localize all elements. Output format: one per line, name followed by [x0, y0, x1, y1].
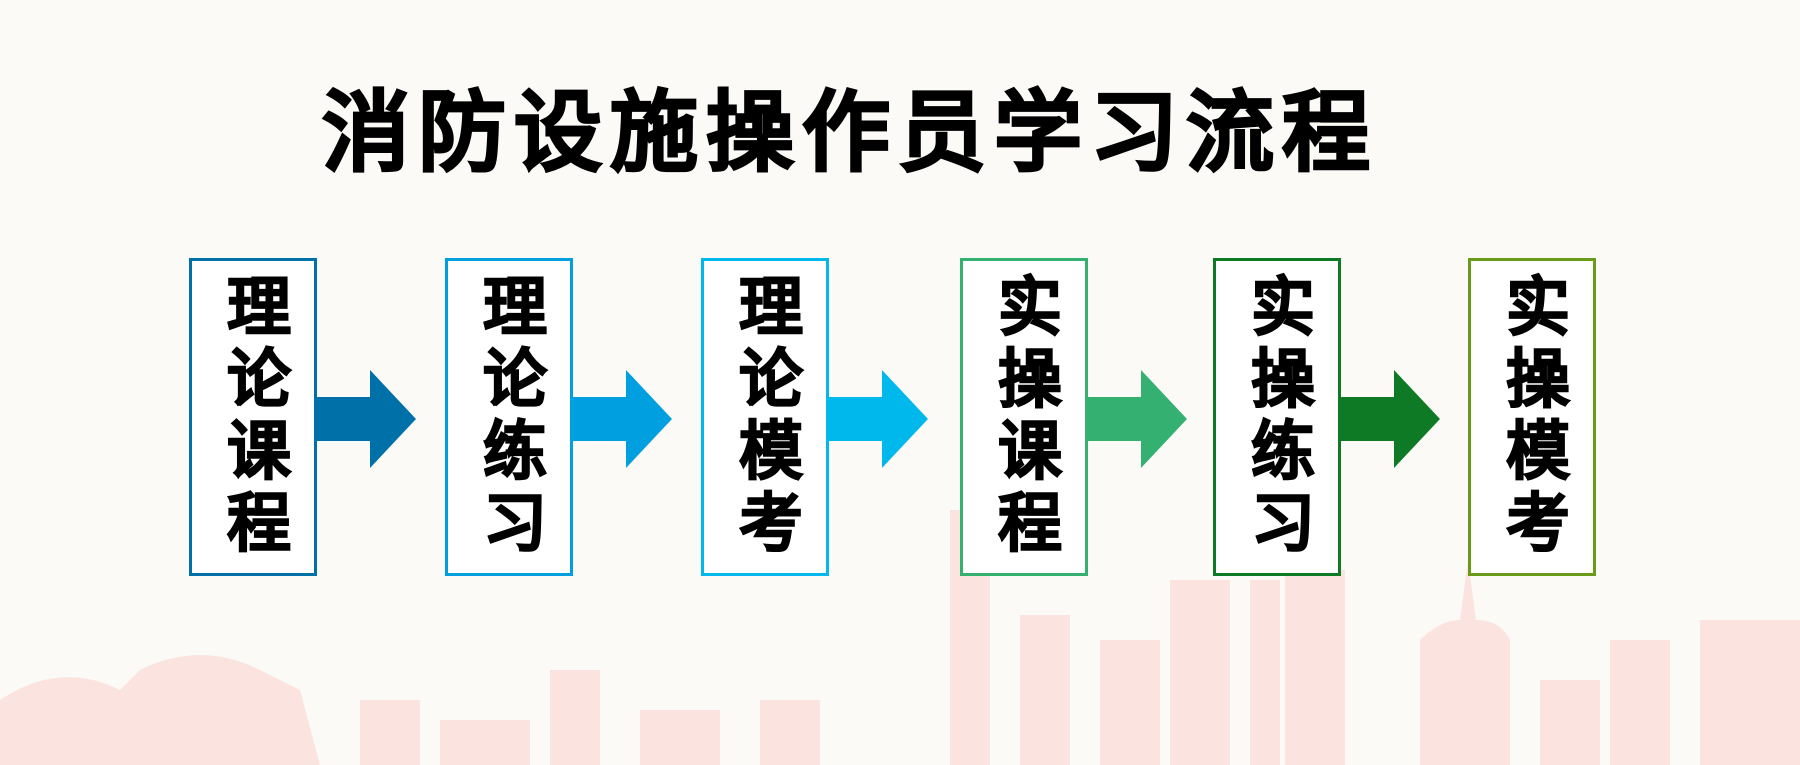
arrow-right-icon	[1341, 370, 1440, 468]
step-box-practical-mock-exam: 实操模考	[1468, 258, 1596, 576]
step-label: 实操课程	[986, 272, 1063, 562]
arrow-right-icon	[317, 370, 416, 468]
arrow-shape	[573, 370, 672, 468]
arrow-shape	[1088, 370, 1187, 468]
arrow-shape	[317, 370, 416, 468]
step-label: 实操模考	[1494, 272, 1571, 562]
step-label: 理论课程	[215, 272, 292, 562]
step-box-practical-practice: 实操练习	[1213, 258, 1341, 576]
step-box-theory-mock-exam: 理论模考	[701, 258, 829, 576]
arrow-shape	[829, 370, 928, 468]
step-box-practical-course: 实操课程	[960, 258, 1088, 576]
arrow-shape	[1341, 370, 1440, 468]
step-box-theory-practice: 理论练习	[445, 258, 573, 576]
step-box-theory-course: 理论课程	[189, 258, 317, 576]
page-title: 消防设施操作员学习流程	[321, 79, 1378, 185]
arrow-right-icon	[829, 370, 928, 468]
arrow-right-icon	[1088, 370, 1187, 468]
arrow-right-icon	[573, 370, 672, 468]
step-label: 实操练习	[1239, 272, 1316, 562]
step-label: 理论模考	[727, 272, 804, 562]
step-label: 理论练习	[471, 272, 548, 562]
